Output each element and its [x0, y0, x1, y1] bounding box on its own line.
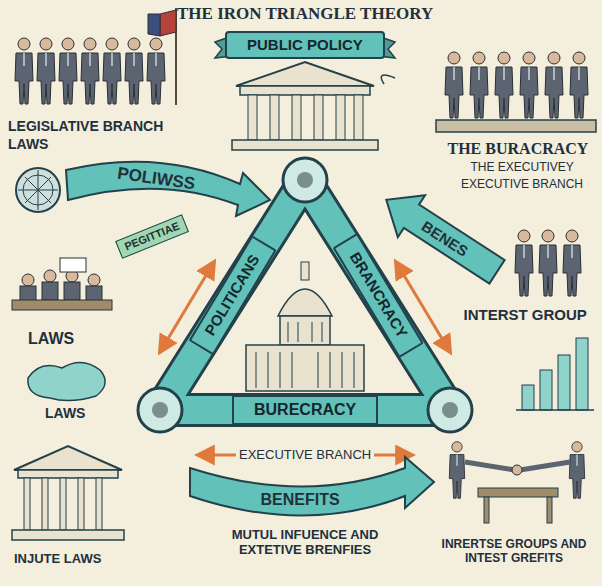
policy-arrow: [66, 162, 270, 216]
triangle-side-band: BURECRACY: [232, 395, 378, 425]
branch-label: THE EXECUTIVEY: [471, 161, 574, 175]
influence-arrow: [198, 454, 236, 457]
branch-label: LAWS: [8, 136, 48, 152]
handshake-scene: [449, 442, 584, 523]
benefits-arrow: [373, 179, 511, 293]
node-text: PUBLIC POLICY: [247, 37, 363, 54]
triangle-side-band: POLITICANS: [188, 235, 276, 355]
bureaucrat-group: [436, 52, 596, 132]
branch-label: LEGISLATIVE BRANCH: [8, 118, 163, 134]
triangle-side-band: BRANCRACY: [332, 232, 423, 357]
side-label: LAWS: [28, 330, 74, 348]
corner-seal: [138, 158, 472, 432]
legislator-group: [15, 8, 176, 105]
branch-label: THE BURACRACY: [448, 140, 589, 158]
map-icon: [28, 362, 105, 400]
side-label: EXECUTIVE BRANCH: [236, 448, 374, 463]
influence-arrow: [374, 454, 412, 457]
compass-icon: [16, 168, 60, 212]
diagram-title: THE IRON TRIANGLE THEORY: [177, 4, 433, 24]
side-label: LAWS: [45, 405, 85, 421]
branch-label: EXECUTIVE BRANCH: [461, 178, 583, 192]
benefits-arrow: [190, 457, 434, 516]
arrow-label: BENEFITS: [261, 491, 340, 509]
side-label: INJUTE LAWS: [14, 552, 101, 567]
capitol-icon: [246, 262, 364, 391]
note-label: MUTUL INFUENCE AND EXTETIVE BRENFIES: [205, 528, 405, 558]
committee-table: [12, 258, 112, 310]
node-text: BURECRACY: [254, 401, 356, 419]
policy-banner: PUBLIC POLICY: [225, 31, 385, 60]
iron-triangle: [160, 180, 450, 410]
building-icon: [12, 446, 124, 540]
tag-label: PEGITTIAE: [115, 214, 189, 258]
group-label: INTERST GROUP: [464, 306, 587, 323]
interest-group-people: [515, 230, 581, 296]
note-label: INRERTSE GROUPS AND INTEST GREFITS: [429, 538, 599, 566]
bar-chart: [516, 338, 594, 410]
